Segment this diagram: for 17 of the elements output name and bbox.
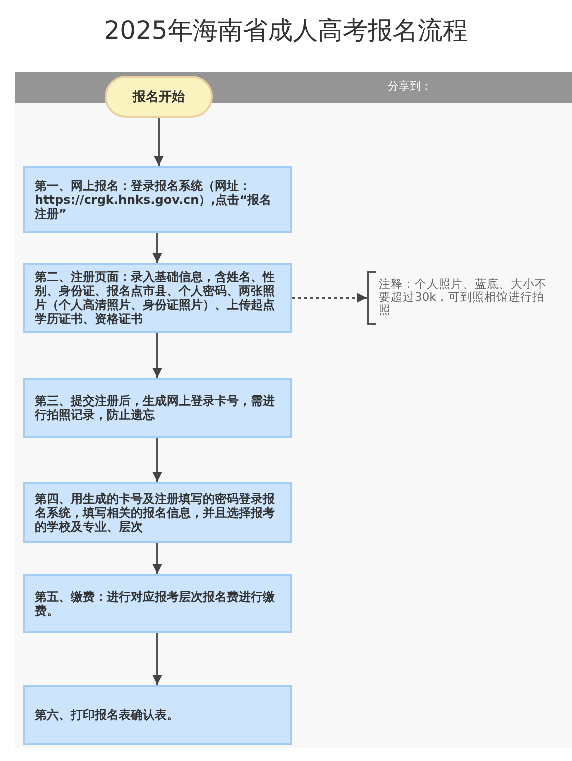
arrow bbox=[152, 633, 162, 685]
annotation-text: 注释：个人照片、蓝底、大小不要超过30k，可到照相馆进行拍照 bbox=[379, 278, 551, 317]
arrow bbox=[292, 293, 367, 303]
arrow bbox=[152, 333, 162, 378]
title: 2025年海南省成人高考报名流程 bbox=[103, 15, 469, 47]
start-terminal: 报名开始 bbox=[105, 76, 213, 118]
arrow bbox=[152, 543, 162, 574]
arrow bbox=[152, 438, 162, 482]
arrow bbox=[154, 118, 164, 166]
share-label: 分享到： bbox=[388, 80, 432, 94]
process-box: 第六、打印报名表确认表。 bbox=[23, 685, 292, 745]
process-box: 第二、注册页面：录入基础信息，含姓名、性别、身份证、报名点市县、个人密码、两张照片（个人高清照片、身份证照片）、上传起点学历证书、资格证书 bbox=[23, 263, 292, 333]
process-box: 第四、用生成的卡号及注册填写的密码登录报名系统，填写相关的报名信息，并且选择报考的学校及专业、层次 bbox=[23, 482, 292, 543]
process-box: 第五、缴费：进行对应报考层次报名费进行缴费。 bbox=[23, 574, 292, 633]
process-box: 第一、网上报名：登录报名系统（网址：https://crgk.hnks.gov.cn）,点击“报名注册” bbox=[23, 166, 292, 233]
arrow bbox=[152, 233, 162, 263]
process-box: 第三、提交注册后，生成网上登录卡号，需进行拍照记录，防止遗忘 bbox=[23, 378, 292, 438]
